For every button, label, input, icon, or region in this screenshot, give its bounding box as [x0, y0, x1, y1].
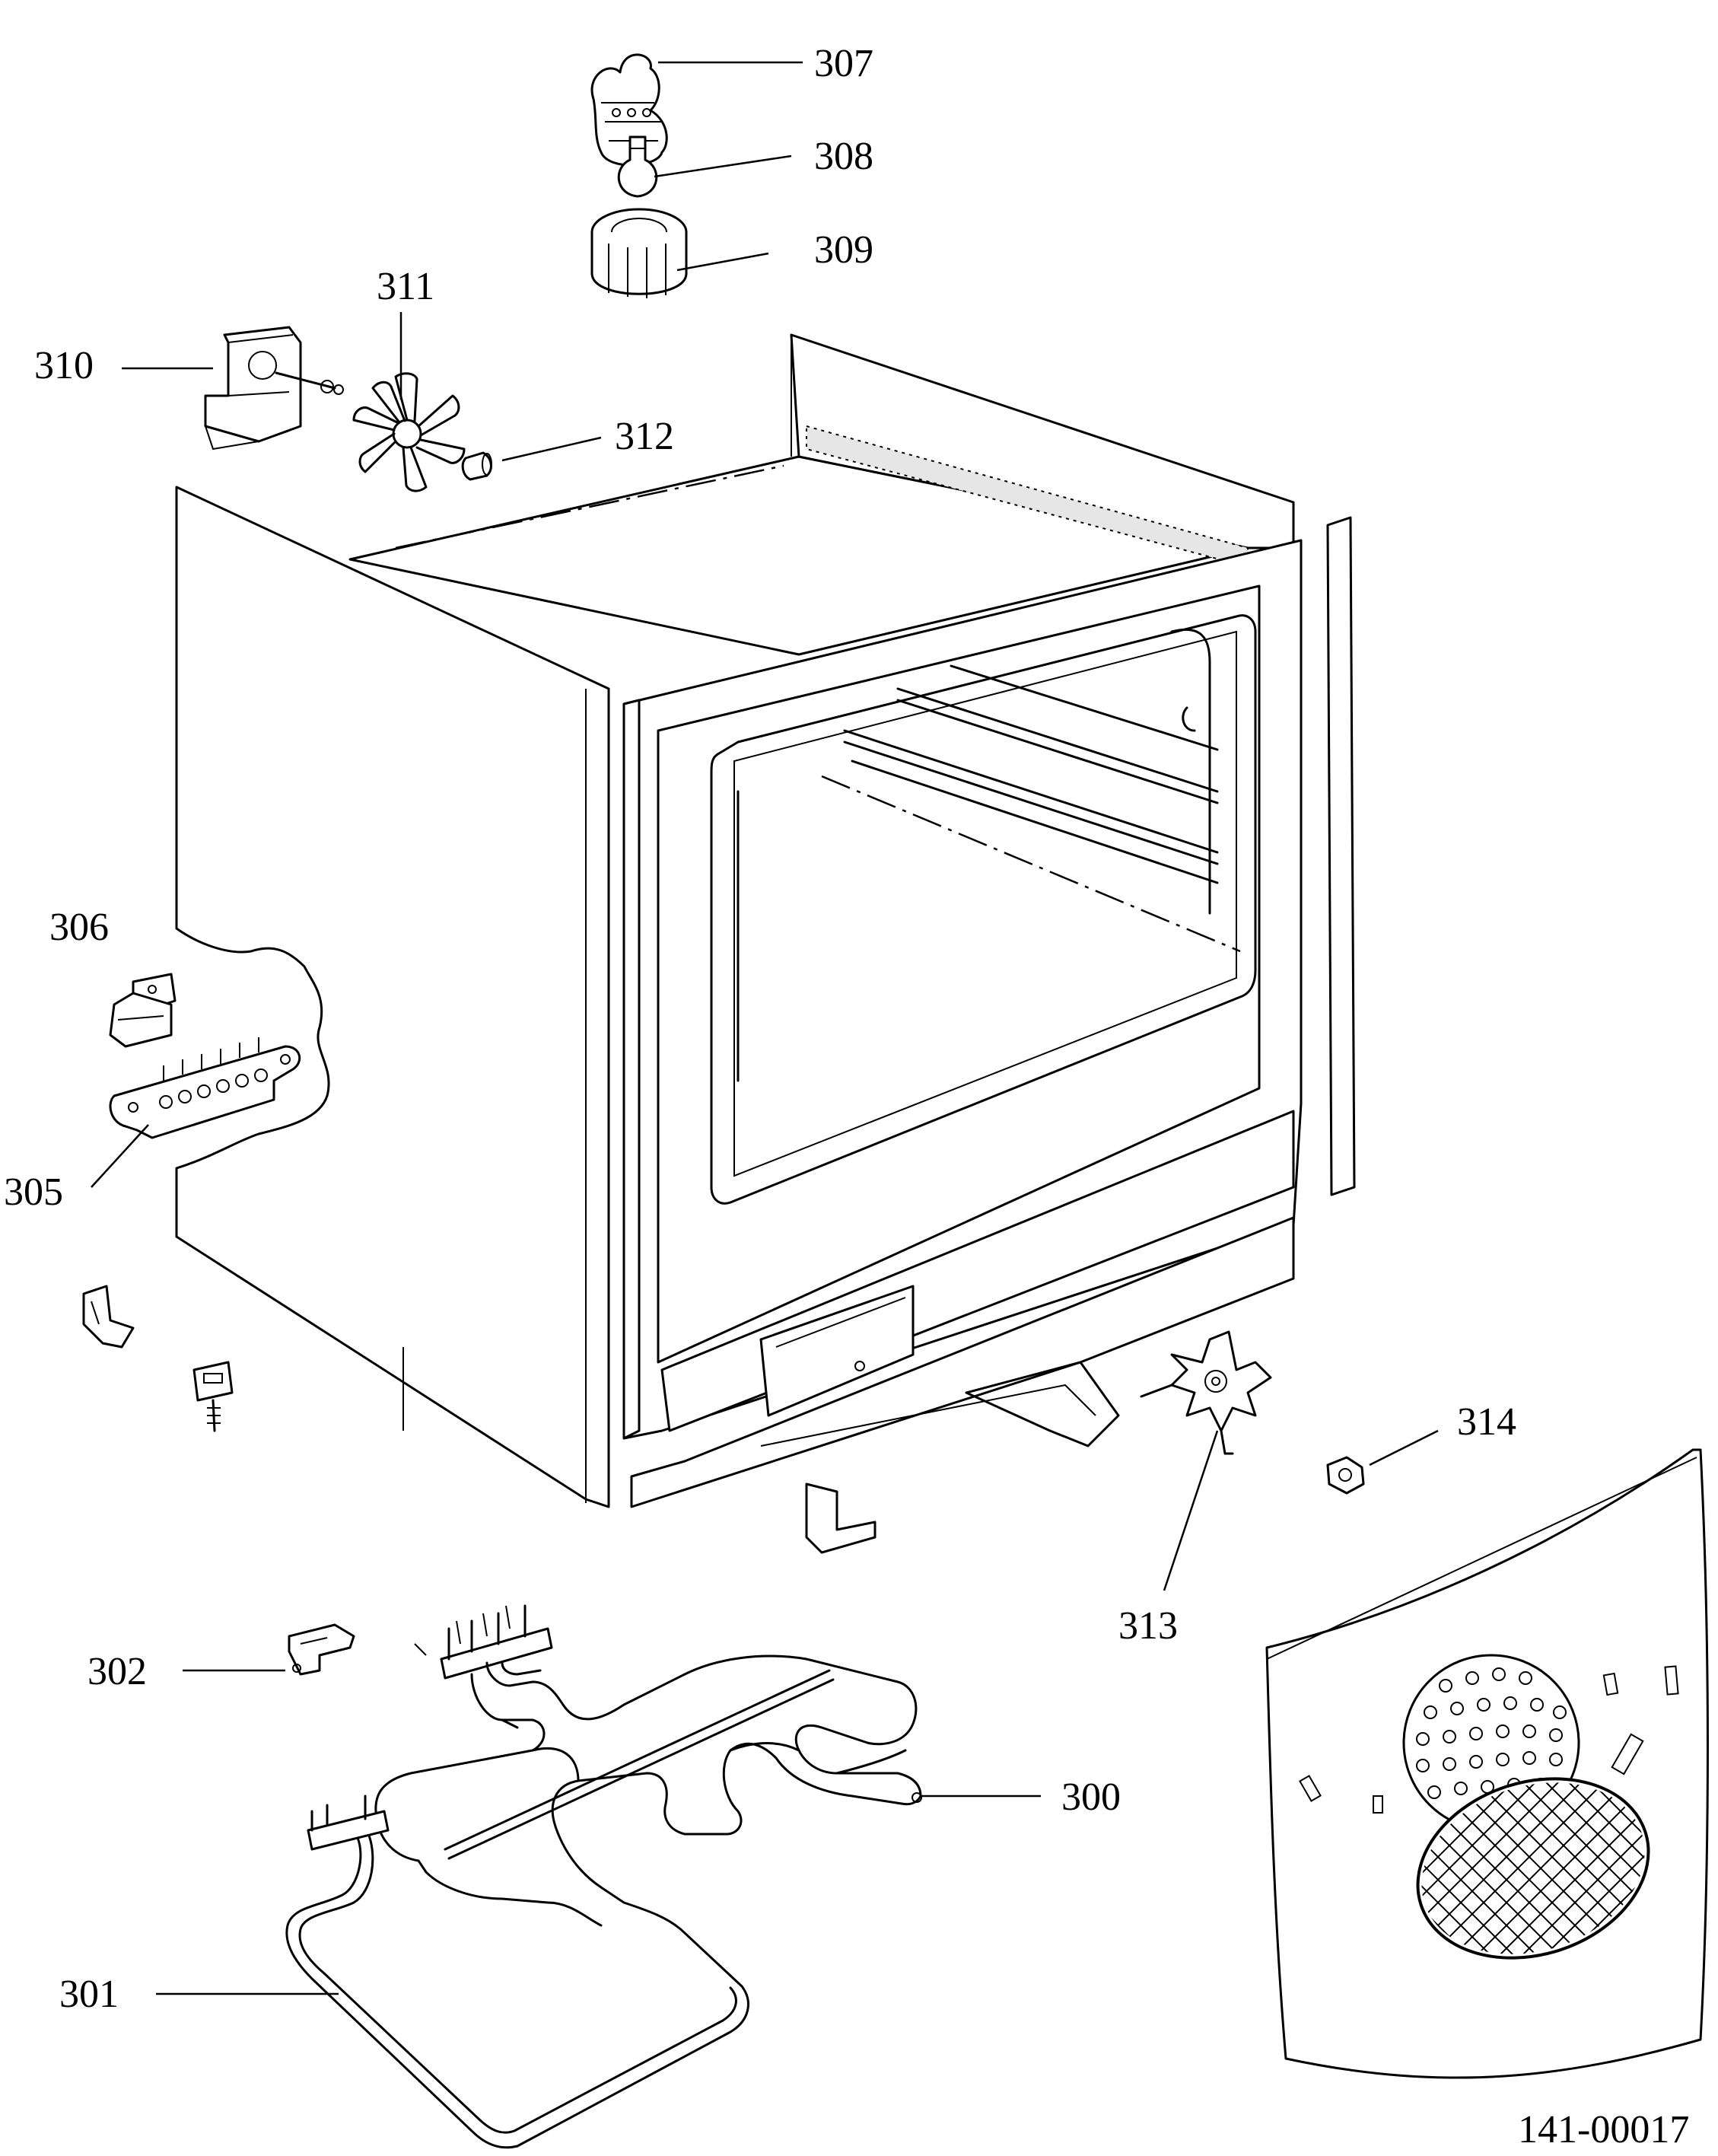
- insulation-strip: [806, 425, 1249, 568]
- oven-body: [175, 333, 1356, 1554]
- callout-label-301: 301: [59, 1973, 119, 2016]
- part-305-terminal-block: [91, 1037, 301, 1188]
- loose-bracket: [82, 1285, 135, 1349]
- part-310-fan-motor: [122, 326, 344, 451]
- callout-label-314: 314: [1457, 1400, 1516, 1444]
- drawing-number: 141-00017: [1518, 2108, 1689, 2151]
- callout-label-306: 306: [49, 906, 109, 949]
- part-312-nut: [461, 436, 602, 481]
- drawer-front: [759, 1285, 915, 1417]
- part-301-bottom-element: [156, 1795, 749, 2149]
- rear-fan-cover-panel: [1265, 1448, 1709, 2079]
- part-311-fan-impeller: [352, 312, 466, 492]
- oven-racks: [737, 628, 1241, 1082]
- callout-label-311: 311: [377, 265, 434, 308]
- part-307-lamp-cover: [590, 53, 803, 167]
- panel-slots: [1299, 1665, 1679, 1814]
- callout-label-309: 309: [814, 228, 873, 272]
- part-309-lamp-holder: [590, 208, 769, 298]
- part-314-hex-nut: [1326, 1429, 1439, 1495]
- part-313-convection-fan: [1140, 1330, 1272, 1591]
- part-300-grill-element: [374, 1604, 1041, 1927]
- callout-label-310: 310: [34, 344, 94, 387]
- callout-label-313: 313: [1118, 1604, 1178, 1648]
- callout-label-302: 302: [87, 1650, 147, 1693]
- loose-screw: [192, 1361, 234, 1432]
- bottom-slide-rail: [965, 1361, 1120, 1447]
- oven-plinth: [630, 1216, 1295, 1508]
- callout-label-312: 312: [615, 415, 674, 458]
- oven-cavity-opening: [657, 584, 1261, 1364]
- callout-label-307: 307: [814, 42, 873, 85]
- fan-grille: [1398, 1754, 1668, 1982]
- callout-label-300: 300: [1061, 1775, 1121, 1819]
- oven-side-panel: [175, 486, 610, 1508]
- callout-label-308: 308: [814, 135, 873, 178]
- callout-label-305: 305: [4, 1170, 63, 1214]
- bottom-bracket: [805, 1482, 876, 1554]
- part-302-bracket: [183, 1623, 355, 1676]
- part-308-lamp-bulb: [617, 135, 792, 198]
- oven-side-trim: [1326, 516, 1356, 1196]
- part-306-clip: [109, 973, 177, 1048]
